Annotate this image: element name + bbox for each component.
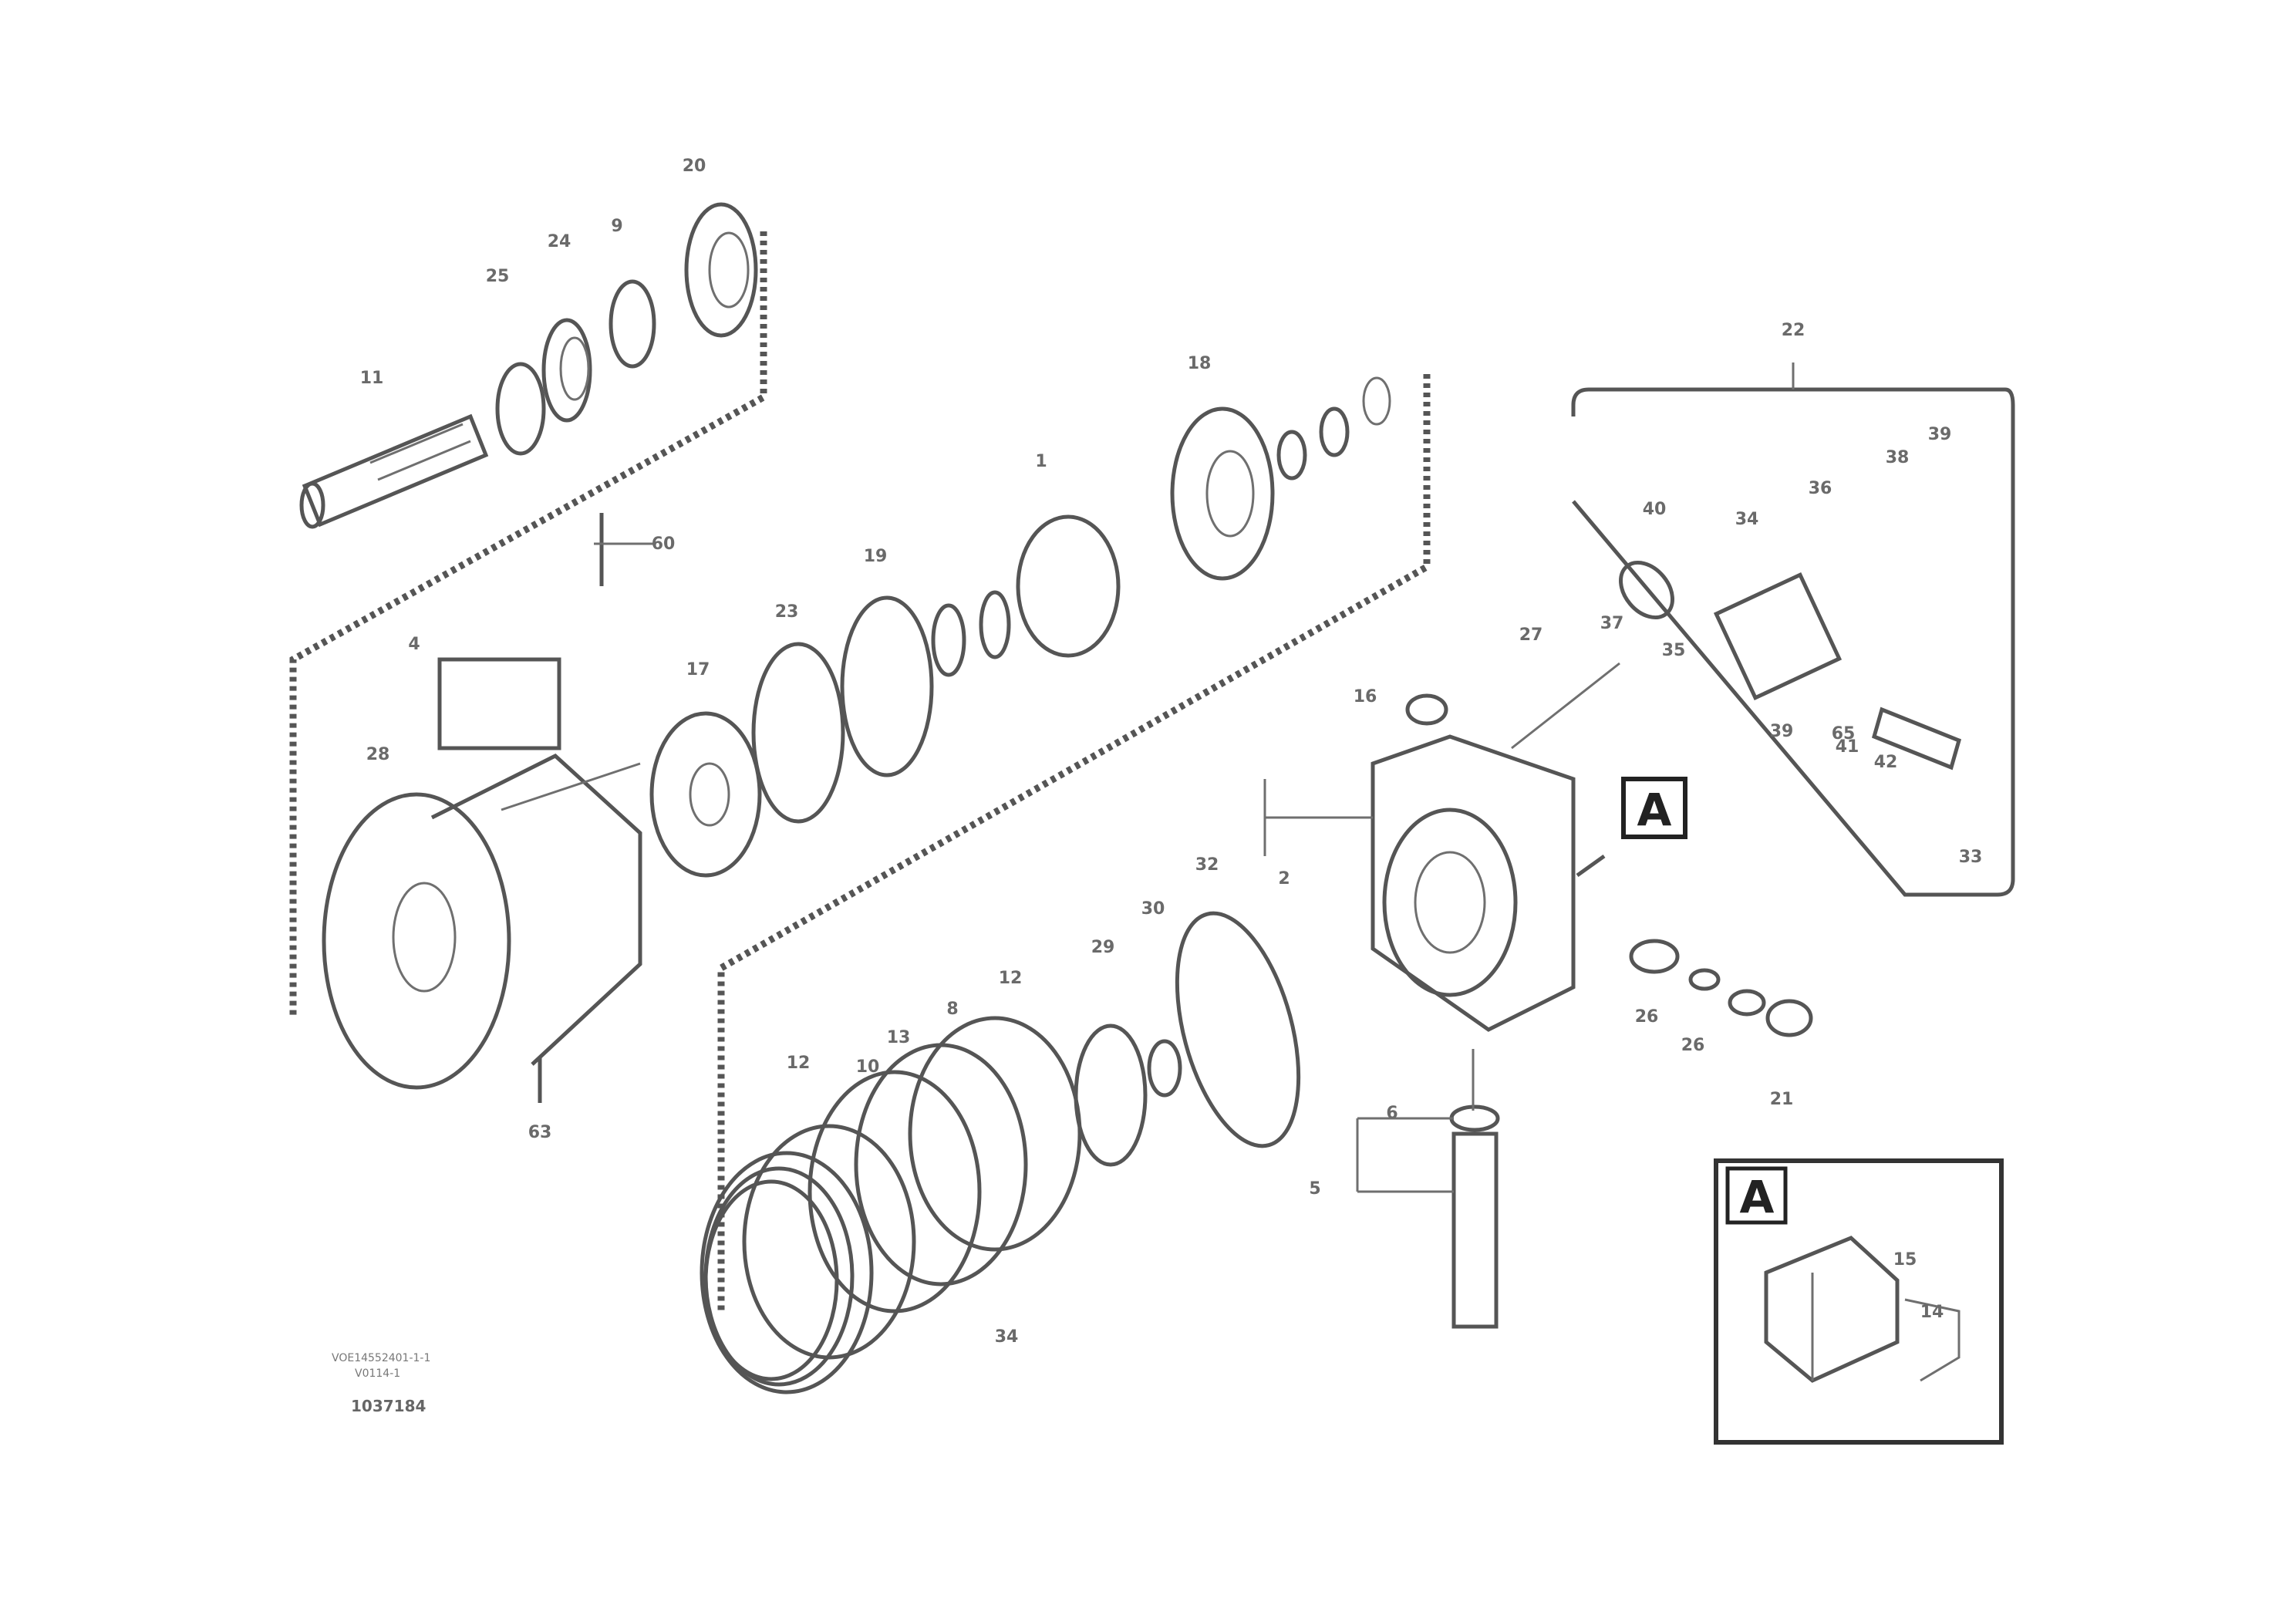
- callout-label: 19: [864, 547, 888, 566]
- callout-label: 39: [1928, 425, 1952, 444]
- callout-label: 26: [1681, 1036, 1705, 1055]
- detail-a-inset: A: [1714, 1158, 2004, 1445]
- callout-label: 42: [1874, 753, 1898, 772]
- callout-labels: 20 24 25 9 11 60 4 28 63 17 23 19 1 18 2…: [360, 157, 1983, 1347]
- callout-label: 10: [856, 1057, 880, 1077]
- port-fittings: [1629, 939, 1813, 1037]
- drawing-reference: VOE14552401-1-1 V0114-1 1037184: [332, 1352, 430, 1415]
- callout-label: 24: [548, 232, 571, 251]
- callout-label: 63: [528, 1123, 552, 1142]
- callout-label: 25: [486, 267, 510, 286]
- callout-label: 60: [652, 534, 676, 554]
- callout-label: 21: [1770, 1090, 1794, 1109]
- middle-group-outline: [717, 374, 1431, 1311]
- callout-label: 17: [686, 660, 710, 679]
- upper-group-outline: [289, 231, 767, 1018]
- callout-label: 30: [1141, 899, 1165, 919]
- callout-label: 2: [1278, 869, 1290, 889]
- callout-label: 26: [1635, 1007, 1659, 1027]
- valve-block: [1263, 662, 1620, 1032]
- callout-label: 4: [408, 635, 420, 654]
- callout-label: 12: [787, 1054, 811, 1073]
- valve-spool: [1356, 1049, 1500, 1329]
- callout-label: 40: [1643, 500, 1667, 519]
- gear-stack: [649, 376, 1391, 878]
- callout-label: 11: [360, 369, 384, 388]
- callout-label: 6: [1386, 1104, 1397, 1123]
- callout-label: 65: [1832, 724, 1856, 744]
- callout-label: 32: [1195, 855, 1219, 875]
- callout-label: 38: [1886, 448, 1910, 467]
- reference-line-1: VOE14552401-1-1: [332, 1352, 430, 1364]
- callout-label: 23: [775, 602, 799, 622]
- callout-label: 37: [1600, 614, 1624, 633]
- callout-label: 28: [366, 745, 390, 764]
- callout-label: 41: [1836, 737, 1859, 757]
- callout-label: 35: [1662, 641, 1686, 660]
- brake-disc-stack: [700, 1016, 1082, 1394]
- callout-label: 12: [999, 969, 1023, 988]
- view-a-letter: A: [1637, 784, 1672, 836]
- callout-label: 13: [887, 1028, 911, 1047]
- callout-label: 34: [1735, 510, 1759, 529]
- callout-label: 27: [1519, 626, 1543, 645]
- shaft-assembly: [299, 202, 758, 529]
- callout-label: 33: [1959, 848, 1983, 867]
- callout-label: 15: [1893, 1250, 1917, 1270]
- detail-a-letter: A: [1740, 1171, 1775, 1223]
- callout-label: 22: [1782, 321, 1805, 340]
- callout-label: 16: [1354, 687, 1377, 706]
- callout-label: 29: [1091, 938, 1115, 957]
- callout-label: 8: [946, 1000, 958, 1019]
- callout-label: 14: [1920, 1303, 1944, 1322]
- callout-label: 39: [1770, 722, 1794, 741]
- motor-housing: [322, 513, 656, 1103]
- callout-label: 18: [1188, 354, 1212, 373]
- callout-label: 36: [1809, 479, 1832, 498]
- callout-label: 5: [1309, 1179, 1320, 1199]
- callout-label: 1: [1035, 452, 1047, 471]
- callout-label: 9: [611, 217, 622, 236]
- valve-subassembly: [1571, 363, 2015, 897]
- reference-id: 1037184: [351, 1397, 426, 1415]
- view-a-marker: A: [1576, 777, 1687, 878]
- callout-label: 34: [995, 1327, 1019, 1347]
- reference-line-2: V0114-1: [355, 1367, 400, 1380]
- callout-label: 20: [683, 157, 706, 176]
